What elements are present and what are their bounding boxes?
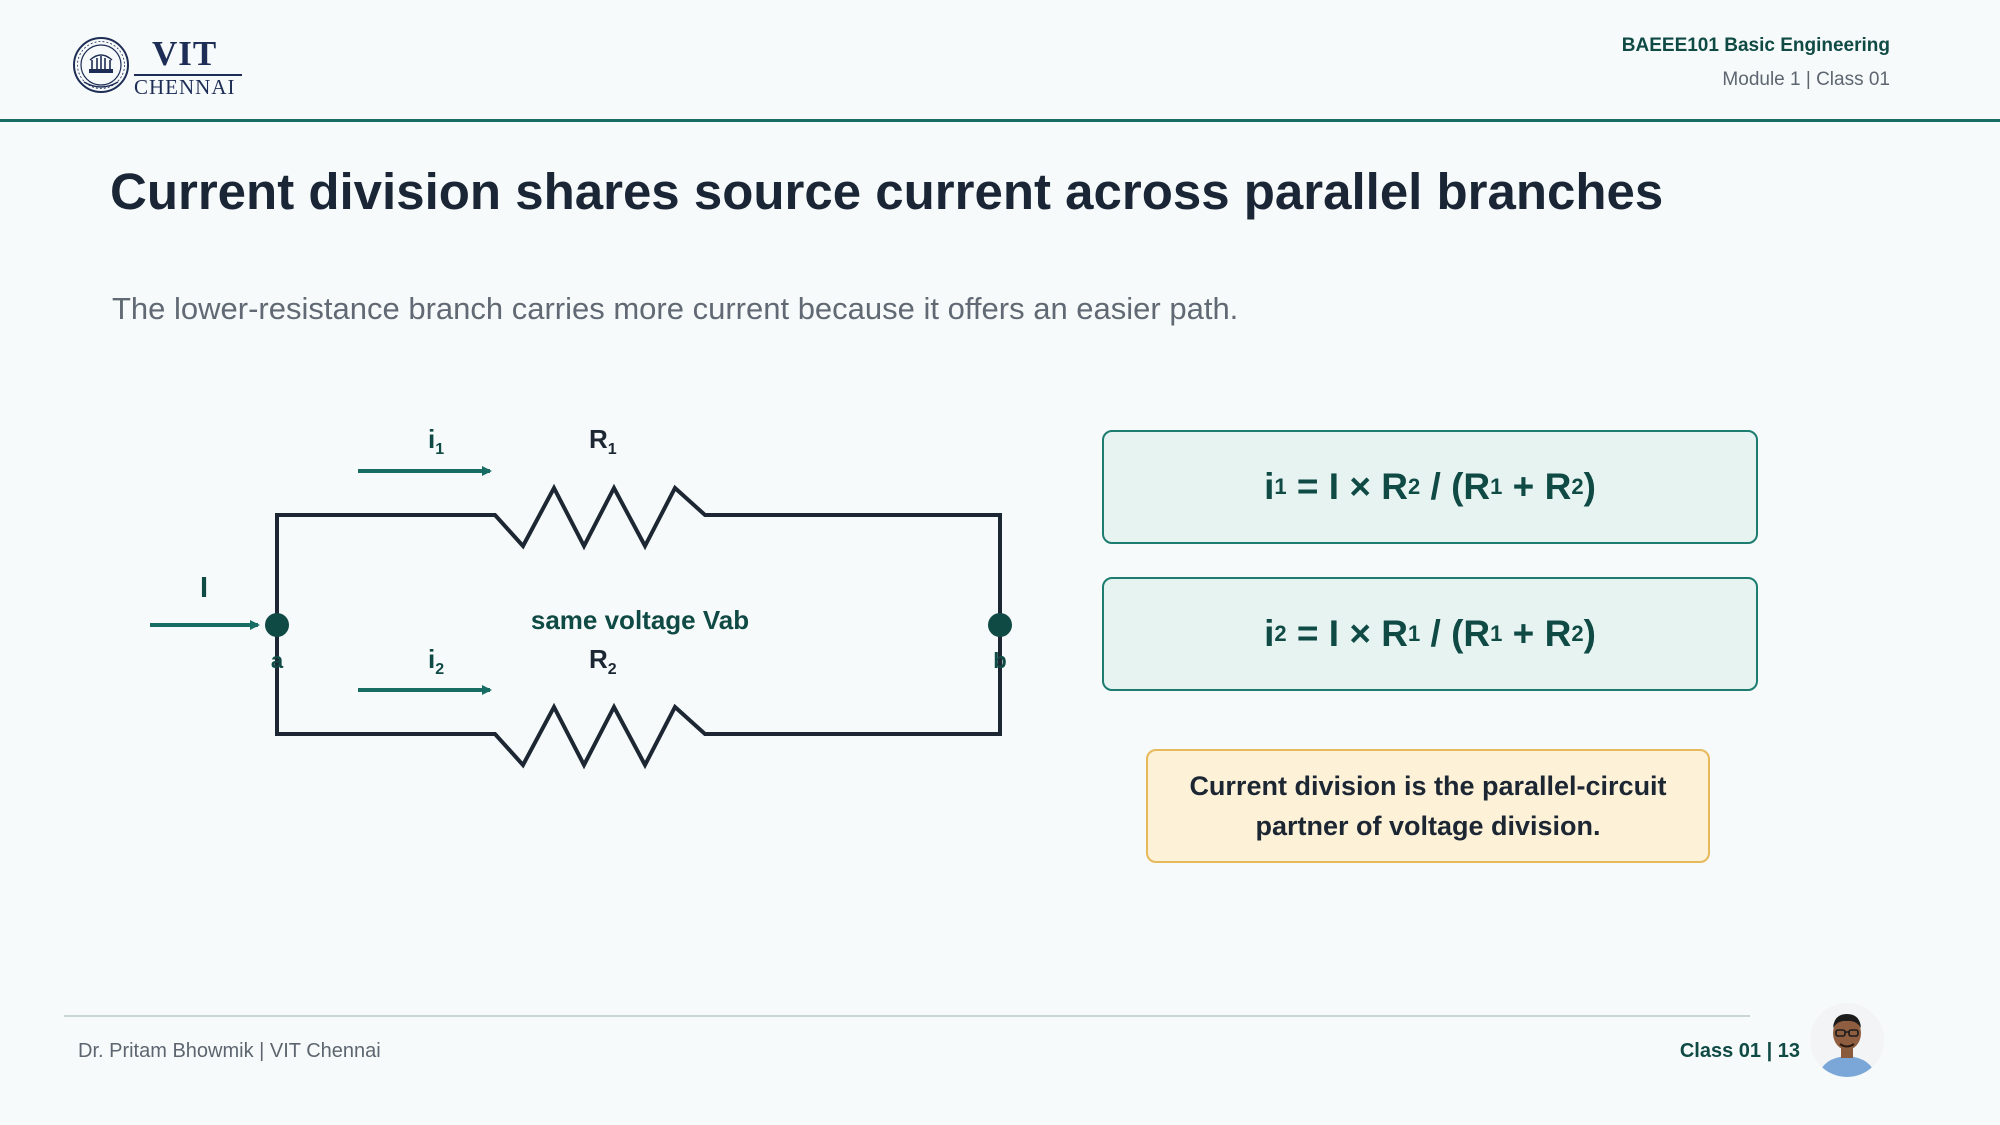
header-divider xyxy=(0,119,2000,122)
parallel-circuit-diagram: I a b i1 R1 i2 R2 same voltage Vab xyxy=(150,424,1012,770)
footer-author: Dr. Pritam Bhowmik | VIT Chennai xyxy=(78,1040,381,1062)
node-b-label: b xyxy=(993,648,1006,673)
same-voltage-label: same voltage Vab xyxy=(531,605,749,635)
node-b-dot xyxy=(988,613,1012,637)
module-class-label: Module 1 | Class 01 xyxy=(1722,69,1890,90)
vit-chennai-logo: VIT CHENNAI xyxy=(72,34,252,99)
node-a-label: a xyxy=(271,648,284,673)
branch2-current-label: i2 xyxy=(428,644,444,678)
source-current-label: I xyxy=(200,572,208,604)
footer-divider xyxy=(64,1015,1750,1017)
circuit-wires xyxy=(275,513,1002,736)
logo-wordmark: VIT xyxy=(152,34,218,73)
resistor-r1-label: R1 xyxy=(589,424,617,458)
logo-divider xyxy=(134,74,242,76)
course-code: BAEEE101 Basic Engineering xyxy=(1621,35,1890,56)
vit-seal-icon xyxy=(73,37,129,93)
slide-title: Current division shares source current a… xyxy=(110,163,1664,220)
presenter-avatar xyxy=(1810,1003,1884,1077)
slide-subtitle: The lower-resistance branch carries more… xyxy=(112,291,1239,326)
branch1-current-label: i1 xyxy=(428,424,444,458)
resistor-r2-label: R2 xyxy=(589,644,617,678)
resistor-r2 xyxy=(463,702,737,770)
footer-page-number: Class 01 | 13 xyxy=(1679,1040,1800,1062)
resistor-r1 xyxy=(463,483,737,551)
callout-note: Current division is the parallel-circuit… xyxy=(1146,749,1710,863)
logo-location: CHENNAI xyxy=(134,75,236,99)
node-a-dot xyxy=(265,613,289,637)
